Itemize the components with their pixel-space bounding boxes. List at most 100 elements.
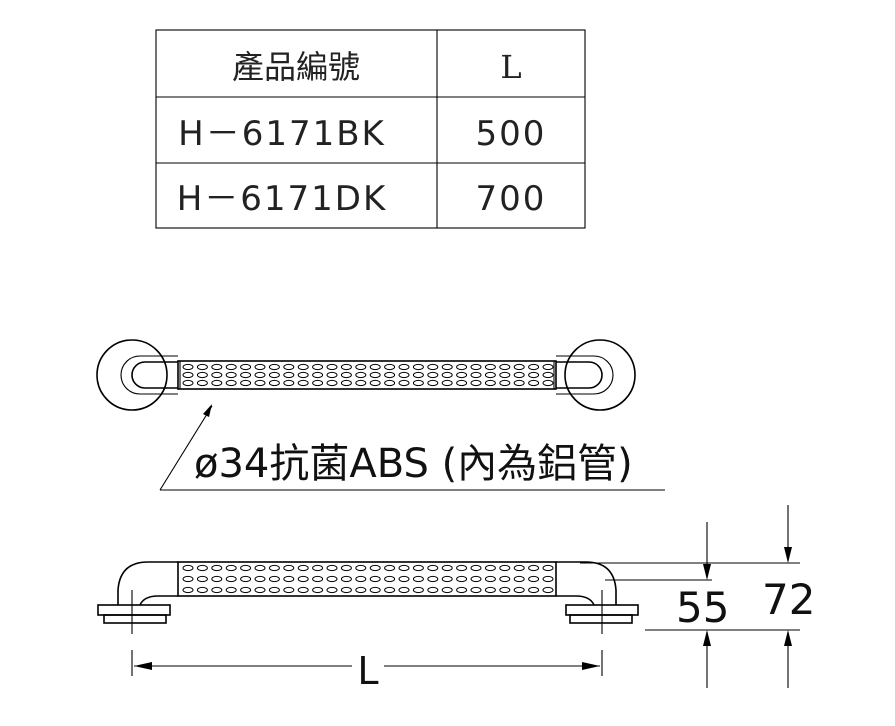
texture-dot <box>355 363 367 371</box>
texture-dot <box>211 371 223 379</box>
texture-dot <box>456 575 468 583</box>
texture-dot <box>470 363 482 371</box>
texture-dot <box>312 575 324 583</box>
texture-dot <box>528 371 540 379</box>
texture-dot <box>283 575 295 583</box>
texture-dot <box>240 363 252 371</box>
texture-dot <box>369 564 381 572</box>
texture-dot <box>283 363 295 371</box>
texture-dot <box>398 371 410 379</box>
side-bar-texture <box>182 564 554 594</box>
texture-dot <box>254 379 266 387</box>
texture-dot <box>427 564 439 572</box>
texture-dot <box>355 586 367 594</box>
table-cell-length-row2: 700 <box>476 179 547 219</box>
texture-dot <box>254 564 266 572</box>
texture-dot <box>384 564 396 572</box>
texture-dot <box>398 363 410 371</box>
texture-dot <box>369 379 381 387</box>
texture-dot <box>513 379 525 387</box>
texture-dot <box>283 586 295 594</box>
texture-dot <box>398 575 410 583</box>
table-cell-length-row1: 500 <box>476 114 547 154</box>
texture-dot <box>384 379 396 387</box>
texture-dot <box>254 363 266 371</box>
texture-dot <box>312 363 324 371</box>
texture-dot <box>355 575 367 583</box>
texture-dot <box>283 379 295 387</box>
texture-dot <box>441 371 453 379</box>
texture-dot <box>369 363 381 371</box>
texture-dot <box>340 575 352 583</box>
texture-dot <box>427 575 439 583</box>
texture-dot <box>340 586 352 594</box>
texture-dot <box>484 564 496 572</box>
texture-dot <box>441 586 453 594</box>
height-72-label: 72 <box>762 575 815 624</box>
texture-dot <box>355 379 367 387</box>
texture-dot <box>412 379 424 387</box>
texture-dot <box>312 379 324 387</box>
texture-dot <box>326 371 338 379</box>
texture-dot <box>268 586 280 594</box>
table-cell-code-row2: H－6171DK <box>177 179 388 219</box>
texture-dot <box>441 379 453 387</box>
texture-dot <box>211 564 223 572</box>
material-callout-label: ø34抗菌ABS (內為鋁管) <box>194 441 633 487</box>
texture-dot <box>441 363 453 371</box>
texture-dot <box>542 363 554 371</box>
texture-dot <box>182 575 194 583</box>
texture-dot <box>484 575 496 583</box>
texture-dot <box>211 586 223 594</box>
texture-dot <box>182 564 194 572</box>
texture-dot <box>542 379 554 387</box>
texture-dot <box>225 575 237 583</box>
texture-dot <box>196 371 208 379</box>
texture-dot <box>355 564 367 572</box>
texture-dot <box>268 363 280 371</box>
texture-dot <box>384 371 396 379</box>
texture-dot <box>268 379 280 387</box>
texture-dot <box>326 379 338 387</box>
texture-dot <box>254 371 266 379</box>
texture-dot <box>528 379 540 387</box>
texture-dot <box>427 379 439 387</box>
texture-dot <box>427 371 439 379</box>
texture-dot <box>456 379 468 387</box>
length-dimension-label: L <box>357 649 378 693</box>
texture-dot <box>427 586 439 594</box>
texture-dot <box>283 564 295 572</box>
top-bar-texture <box>182 363 554 387</box>
table-header-product-code: 產品編號 <box>232 48 360 86</box>
texture-dot <box>225 371 237 379</box>
spec-table: 產品編號 L H－6171BK 500 H－6171DK 700 <box>155 29 586 229</box>
texture-dot <box>484 363 496 371</box>
top-view: ø34抗菌ABS (內為鋁管) <box>96 339 665 491</box>
texture-dot <box>196 564 208 572</box>
texture-dot <box>369 371 381 379</box>
texture-dot <box>268 371 280 379</box>
texture-dot <box>412 371 424 379</box>
texture-dot <box>240 586 252 594</box>
texture-dot <box>211 363 223 371</box>
texture-dot <box>312 371 324 379</box>
texture-dot <box>326 363 338 371</box>
texture-dot <box>441 564 453 572</box>
texture-dot <box>470 379 482 387</box>
texture-dot <box>211 575 223 583</box>
texture-dot <box>398 586 410 594</box>
texture-dot <box>297 564 309 572</box>
texture-dot <box>427 363 439 371</box>
table-header-length: L <box>500 48 521 86</box>
texture-dot <box>240 564 252 572</box>
texture-dot <box>470 586 482 594</box>
texture-dot <box>268 575 280 583</box>
texture-dot <box>340 564 352 572</box>
texture-dot <box>369 575 381 583</box>
texture-dot <box>412 586 424 594</box>
texture-dot <box>326 575 338 583</box>
texture-dot <box>513 564 525 572</box>
texture-dot <box>499 564 511 572</box>
texture-dot <box>398 379 410 387</box>
texture-dot <box>182 379 194 387</box>
